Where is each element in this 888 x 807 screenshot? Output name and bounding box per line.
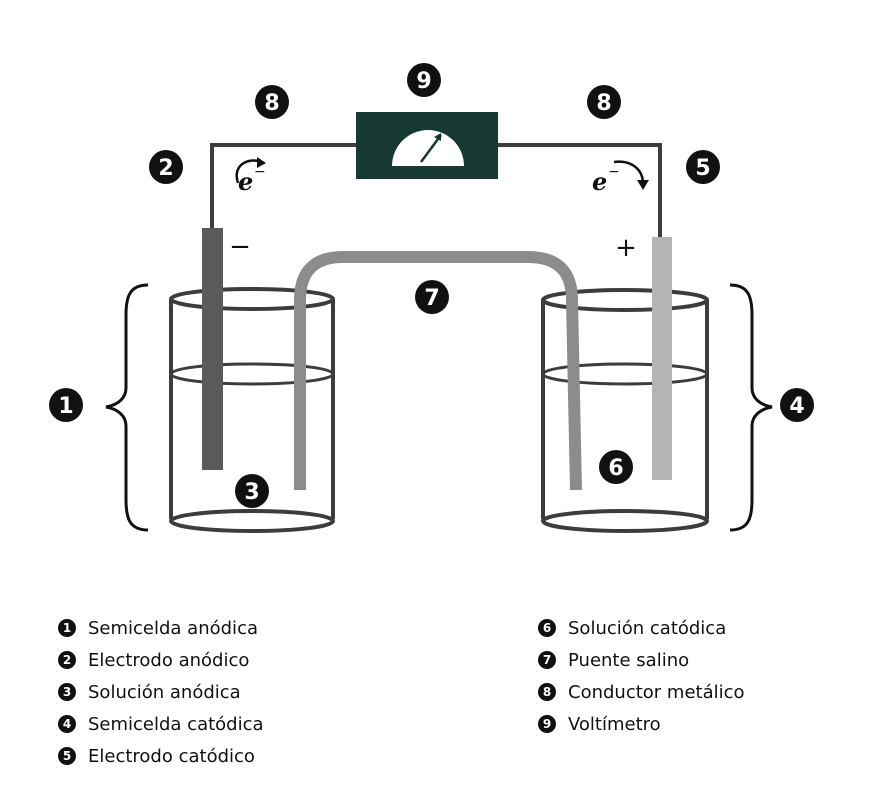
legend-item: 6 Solución catódica xyxy=(538,612,745,644)
anode-electrode xyxy=(202,228,223,470)
marker-7: 7 xyxy=(415,280,449,314)
legend-label: Solución anódica xyxy=(88,681,241,703)
legend-label: Semicelda catódica xyxy=(88,713,264,735)
legend-right: 6 Solución catódica 7 Puente salino 8 Condu… xyxy=(538,612,745,740)
svg-text:3: 3 xyxy=(244,480,259,505)
curved-arrow-head xyxy=(257,157,266,168)
marker-4: 4 xyxy=(780,388,814,422)
galvanic-cell-diagram: e − e − − + 1 2 3 4 xyxy=(49,63,814,533)
marker-2: 2 xyxy=(149,150,183,184)
legend-marker: 8 xyxy=(538,683,556,701)
marker-8-right: 8 xyxy=(587,85,621,119)
cathode-solution-surface xyxy=(541,362,709,386)
anode-sign: − xyxy=(229,232,251,262)
legend-item: 2 Electrodo anódico xyxy=(58,644,264,676)
legend-item: 4 Semicelda catódica xyxy=(58,708,264,740)
legend-marker: 7 xyxy=(538,651,556,669)
electron-charge-right: − xyxy=(608,164,620,180)
legend-marker: 1 xyxy=(58,619,76,637)
gauge-icon xyxy=(392,130,464,166)
salt-bridge xyxy=(294,251,582,491)
svg-text:8: 8 xyxy=(264,91,279,116)
marker-3: 3 xyxy=(235,474,269,508)
legend-label: Conductor metálico xyxy=(568,681,745,703)
anode-beaker-rim xyxy=(169,287,335,311)
legend-item: 5 Electrodo catódico xyxy=(58,740,264,772)
svg-text:5: 5 xyxy=(695,156,710,181)
legend-label: Electrodo catódico xyxy=(88,745,255,767)
legend-item: 3 Solución anódica xyxy=(58,676,264,708)
electron-charge-left: − xyxy=(254,164,266,180)
gauge-needle-tip xyxy=(434,133,441,141)
cathode-half-cell-brace xyxy=(729,283,773,532)
anode-solution-surface xyxy=(169,362,335,386)
legend-label: Puente salino xyxy=(568,649,690,671)
legend-marker: 9 xyxy=(538,715,556,733)
legend-label: Solución catódica xyxy=(568,617,727,639)
cathode-sign: + xyxy=(615,233,637,263)
voltmeter xyxy=(356,112,498,179)
legend-item: 1 Semicelda anódica xyxy=(58,612,264,644)
marker-9: 9 xyxy=(407,63,441,97)
marker-1: 1 xyxy=(49,388,83,422)
electron-symbol-left: e xyxy=(238,167,253,196)
legend-marker: 3 xyxy=(58,683,76,701)
anode-beaker xyxy=(169,287,335,533)
legend-marker: 6 xyxy=(538,619,556,637)
cathode-beaker-rim xyxy=(541,288,709,312)
legend-label: Voltímetro xyxy=(568,713,661,735)
curved-arrow-icon xyxy=(613,160,645,183)
svg-text:4: 4 xyxy=(789,394,804,419)
legend-item: 7 Puente salino xyxy=(538,644,745,676)
cathode-beaker xyxy=(541,288,709,533)
svg-text:2: 2 xyxy=(158,156,173,181)
electron-symbol-right: e xyxy=(592,167,607,196)
legend-item: 8 Conductor metálico xyxy=(538,676,745,708)
svg-text:1: 1 xyxy=(58,394,73,419)
legend-label: Semicelda anódica xyxy=(88,617,258,639)
cathode-electrode xyxy=(652,237,672,480)
marker-8-left: 8 xyxy=(255,85,289,119)
svg-text:9: 9 xyxy=(416,69,431,94)
marker-6: 6 xyxy=(599,450,633,484)
legend-marker: 4 xyxy=(58,715,76,733)
marker-5: 5 xyxy=(686,150,720,184)
anode-half-cell-brace xyxy=(105,283,149,532)
legend-marker: 2 xyxy=(58,651,76,669)
svg-text:8: 8 xyxy=(596,91,611,116)
legend-marker: 5 xyxy=(58,747,76,765)
svg-text:6: 6 xyxy=(608,456,623,481)
legend-label: Electrodo anódico xyxy=(88,649,250,671)
legend-item: 9 Voltímetro xyxy=(538,708,745,740)
gauge-needle xyxy=(419,134,443,163)
curved-arrow-head xyxy=(637,180,649,190)
svg-text:7: 7 xyxy=(424,286,439,311)
